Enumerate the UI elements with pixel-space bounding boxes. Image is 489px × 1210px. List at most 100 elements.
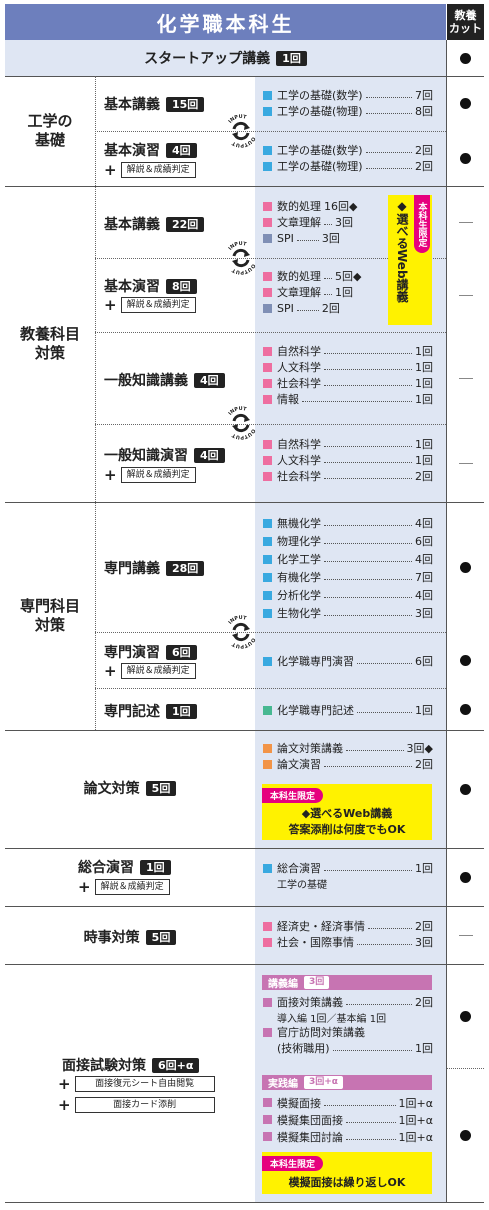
- kogaku-exercise-plus: +解説＆成績判定: [104, 161, 196, 179]
- sogo-sub: 工学の基礎: [277, 879, 327, 891]
- item-text: 模擬集団討論: [277, 1130, 343, 1144]
- item-count: 1回: [415, 438, 433, 451]
- mensetsu-plus2: +面接カード添削: [58, 1096, 215, 1114]
- kyoyo-exercise-label: 基本演習: [104, 279, 160, 295]
- included-mark: [447, 502, 484, 632]
- included-mark: [447, 1068, 484, 1202]
- senmon-category-label: 専門科目対策: [19, 597, 80, 634]
- list-item: 工学の基礎(物理)8回: [263, 103, 433, 119]
- list-item: 工学の基礎(数学)2回: [263, 142, 433, 158]
- item-count: 4回: [415, 553, 433, 566]
- leader: [324, 289, 332, 295]
- mensetsu-label: 面接試験対策: [62, 1058, 146, 1074]
- mensetsu-note: 模擬面接は繰り返しOK: [288, 1176, 406, 1189]
- senmon-lecture: 専門講義 28回: [104, 558, 205, 578]
- senmon-category: 専門科目対策: [5, 502, 95, 730]
- kogi-label: 講義編: [268, 979, 298, 990]
- dot-icon: [460, 153, 471, 164]
- item-text: 総合演習: [277, 862, 321, 875]
- startup-badge: 1回: [276, 50, 307, 66]
- plus-icon: +: [58, 1096, 71, 1114]
- kijutsu-label: 専門記述: [104, 704, 160, 720]
- item-text: 社会科学: [277, 377, 321, 390]
- startup-row-bg: [5, 40, 446, 76]
- item-text: 社会科学: [277, 470, 321, 483]
- item-count: 1回: [415, 862, 433, 875]
- item-count: 16回◆: [324, 200, 358, 213]
- kijutsu-badge: 1回: [166, 703, 197, 719]
- item-count: 8回: [415, 105, 433, 118]
- purple-square-icon: [263, 1098, 272, 1107]
- item-text: (技術職用): [277, 1042, 330, 1055]
- sogo-items-bg: [255, 848, 446, 906]
- ronbun-badge: 5回: [145, 780, 177, 796]
- kyoyo-exercise: 基本演習 8回: [104, 276, 197, 296]
- blue-square-icon: [263, 536, 272, 546]
- leader: [324, 592, 412, 598]
- kyoyo-lecture: 基本講義 22回: [104, 214, 205, 234]
- row-divider: [95, 424, 446, 425]
- leader: [368, 923, 412, 929]
- item-text: SPI: [277, 231, 294, 245]
- leader: [332, 1045, 412, 1051]
- leader: [324, 473, 412, 479]
- mensetsu-badge: 6回+α: [152, 1057, 200, 1073]
- item-text: 化学職専門記述: [277, 704, 354, 717]
- list-item: 工学の基礎(物理)2回: [263, 158, 433, 174]
- cut-column-header: 教養カット: [447, 4, 484, 40]
- dot-icon: [460, 654, 471, 666]
- kogaku-category-label: 工学の基礎: [27, 112, 73, 149]
- included-mark: [447, 688, 484, 730]
- item-count: 4回: [415, 517, 433, 530]
- cut-mark: [447, 186, 484, 258]
- sogo-items: 総合演習 1回 工学の基礎: [263, 860, 433, 891]
- general-exercise-label: 一般知識演習: [104, 448, 188, 464]
- purple-square-icon: [263, 997, 272, 1007]
- item-count: 1回+α: [398, 1130, 433, 1144]
- gray-square-icon: [263, 233, 272, 243]
- svg-text:INPUT: INPUT: [227, 615, 247, 626]
- dot-icon: [460, 783, 471, 795]
- kogaku-exercise: 基本演習 4回: [104, 140, 197, 160]
- included-mark: [447, 848, 484, 906]
- blue-square-icon: [263, 863, 272, 873]
- included-mark: [447, 964, 484, 1068]
- included-mark: [447, 730, 484, 848]
- leader: [346, 999, 412, 1005]
- kogaku-exercise-badge: 4回: [166, 142, 197, 158]
- item-count: 1回: [415, 454, 433, 467]
- item-text: 工学の基礎(数学): [277, 89, 363, 102]
- item-text: 官庁訪問対策講義: [277, 1026, 365, 1039]
- leader: [365, 163, 412, 169]
- item-count: 1回+α: [398, 1113, 433, 1127]
- leader: [357, 658, 412, 664]
- gray-square-icon: [263, 303, 272, 313]
- row-divider: [5, 502, 484, 503]
- pink-square-icon: [263, 346, 272, 356]
- ronbun-note-box: 本科生限定 ◆選べるWeb講義 答案添削は何度でもOK: [262, 784, 432, 840]
- jissen-badge: 3回+α: [304, 1076, 343, 1089]
- dot-icon: [460, 871, 471, 883]
- jiji-label-group: 時事対策 5回: [5, 927, 255, 947]
- pink-square-icon: [263, 217, 272, 227]
- ronbun-label-group: 論文対策 5回: [5, 778, 255, 798]
- svg-text:INPUT: INPUT: [227, 114, 247, 125]
- item-text: 論文演習: [277, 758, 321, 771]
- kogaku-lecture-items: 工学の基礎(数学)7回 工学の基礎(物理)8回: [263, 87, 433, 119]
- pink-square-icon: [263, 362, 272, 372]
- jiji-badge: 5回: [145, 929, 177, 945]
- item-text: 化学職専門演習: [277, 655, 354, 668]
- blue-square-icon: [263, 90, 272, 100]
